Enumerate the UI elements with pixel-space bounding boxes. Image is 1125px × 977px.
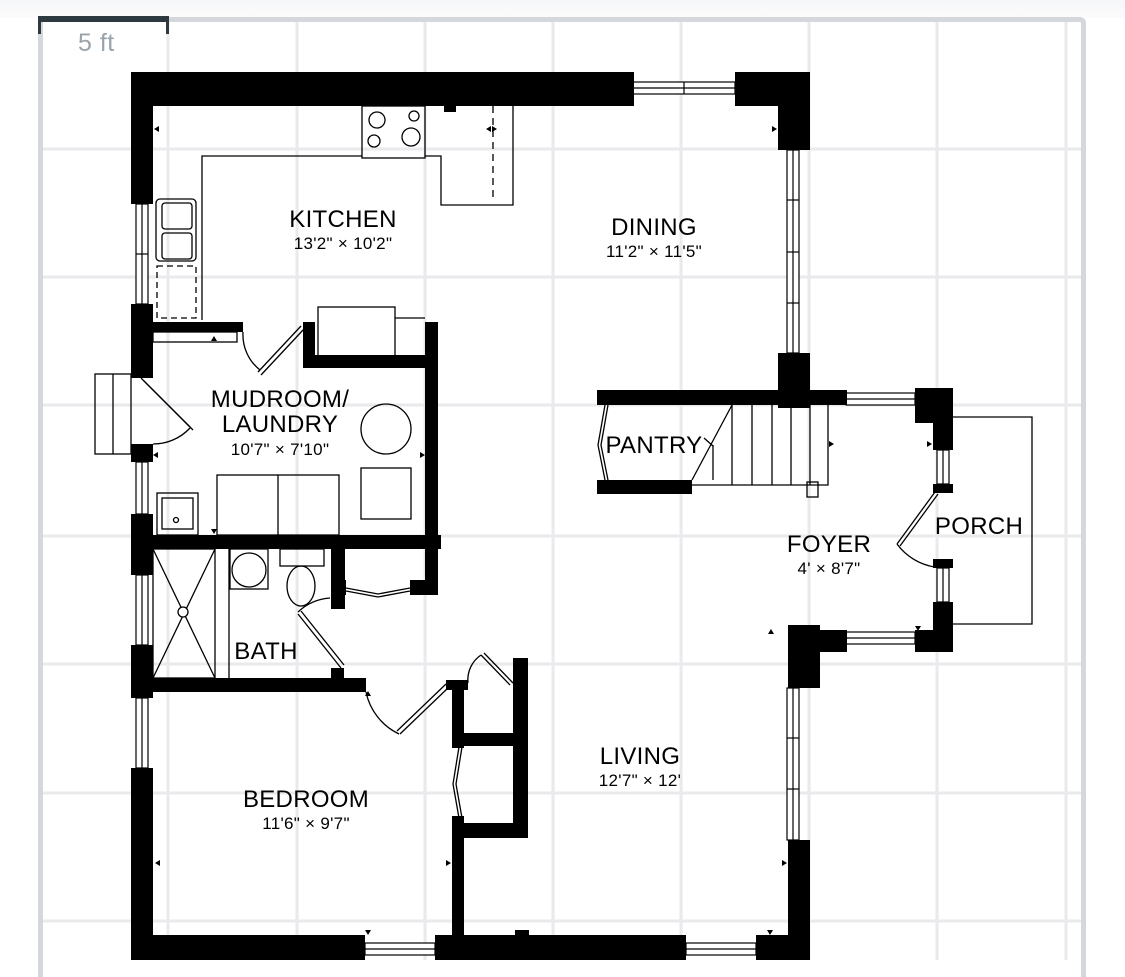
grid-lines: [43, 22, 1081, 960]
walls: [131, 72, 953, 960]
doors: [140, 325, 939, 819]
viewer-top-edge: [0, 0, 1125, 18]
room-name: BEDROOM: [242, 786, 370, 813]
room-name: BATH: [234, 638, 298, 665]
room-name: KITCHEN: [289, 206, 397, 233]
room-label-bedroom[interactable]: BEDROOM 11'6" × 9'7": [243, 787, 369, 833]
room-dimensions: 13'2" × 10'2": [293, 234, 393, 254]
room-label-foyer[interactable]: FOYER 4' × 8'7": [787, 532, 871, 578]
room-label-mudroom-laundry[interactable]: MUDROOM/ LAUNDRY 10'7" × 7'10": [211, 387, 349, 459]
scale-bar-tick-left: [38, 16, 41, 34]
room-name-line2: LAUNDRY: [221, 411, 339, 439]
room-label-bath[interactable]: BATH: [234, 638, 298, 665]
scale-label: 5 ft: [78, 29, 115, 57]
room-name: DINING: [611, 214, 697, 241]
room-label-kitchen[interactable]: KITCHEN 13'2" × 10'2": [289, 207, 396, 253]
room-dimensions: 10'7" × 7'10": [230, 439, 330, 459]
room-label-dining[interactable]: DINING 11'2" × 11'5": [606, 215, 702, 261]
floor-plan-canvas[interactable]: [38, 17, 1086, 977]
scale-bar-line: [38, 16, 169, 22]
room-name: FOYER: [786, 531, 872, 558]
room-name: MUDROOM/: [210, 386, 350, 413]
room-name: PANTRY: [605, 432, 703, 459]
room-name: PORCH: [934, 513, 1024, 540]
room-label-porch[interactable]: PORCH: [934, 513, 1024, 540]
room-dimensions: 11'6" × 9'7": [262, 814, 350, 834]
measurement-markers: [153, 94, 932, 935]
fixtures: [94, 105, 1033, 679]
room-dimensions: 11'2" × 11'5": [605, 242, 703, 262]
scale-bar: [38, 16, 169, 34]
room-name: LIVING: [599, 743, 681, 770]
room-dimensions: 4' × 8'7": [797, 559, 861, 579]
room-label-pantry[interactable]: PANTRY: [605, 432, 703, 459]
scale-bar-tick-right: [166, 16, 169, 34]
room-dimensions: 12'7" × 12': [598, 771, 682, 791]
room-label-living[interactable]: LIVING 12'7" × 12': [599, 744, 681, 790]
